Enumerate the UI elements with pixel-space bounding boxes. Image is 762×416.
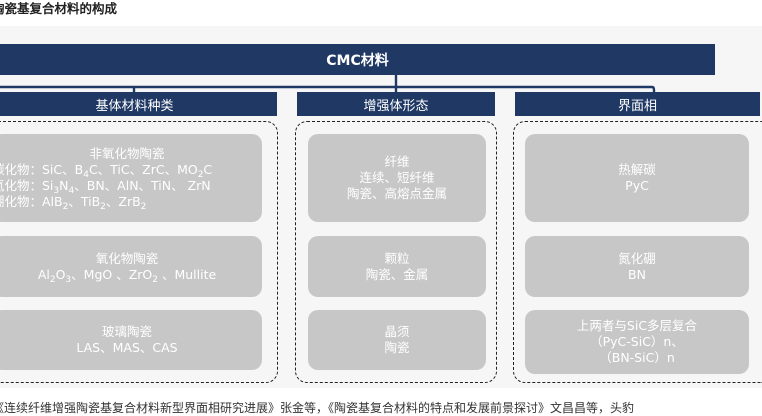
card-title: 非氧化物陶瓷 [89, 146, 165, 161]
card-title: 颗粒 [384, 250, 410, 266]
card-oxide-ceramics: 氧化物陶瓷 Al2O3、MgO 、ZrO2 、Mullite [0, 236, 262, 297]
card-line-carbides: 碳化物：SiC、B4C、TiC、ZrC、MO2C [0, 162, 213, 180]
card-multilayer: 上两者与SiC多层复合 （PyC-SiC）n、 （BN-SiC）n [525, 310, 749, 374]
source-note: 《连续纤维增强陶瓷基复合材料新型界面相研究进展》张金等，《陶瓷基复合材料的特点和… [0, 401, 635, 415]
card-pyrolytic-carbon: 热解碳 PyC [525, 134, 749, 222]
card-title: 纤维 [384, 154, 410, 169]
card-line: 陶瓷、高熔点金属 [346, 186, 447, 201]
card-line: （PyC-SiC）n、 [590, 334, 684, 349]
column-header-interface: 界面相 [515, 92, 760, 116]
column-header-reinforcement: 增强体形态 [297, 92, 495, 116]
card-boron-nitride: 氮化硼 BN [525, 236, 749, 297]
card-line-oxides: Al2O3、MgO 、ZrO2 、Mullite [37, 266, 217, 285]
card-title: 上两者与SiC多层复合 [576, 318, 698, 333]
card-title: 热解碳 [618, 162, 656, 177]
card-line: 陶瓷 [384, 340, 410, 355]
card-line: （BN-SiC）n [599, 350, 675, 365]
root-node-label: CMC材料 [326, 52, 389, 69]
card-non-oxide-ceramics: 非氧化物陶瓷 碳化物：SiC、B4C、TiC、ZrC、MO2C 氮化物：Si3N… [0, 134, 262, 222]
card-line: 陶瓷、金属 [365, 266, 429, 282]
card-whisker: 晶须 陶瓷 [308, 310, 486, 370]
card-line: 连续、短纤维 [359, 170, 435, 185]
card-glass-ceramics: 玻璃陶瓷 LAS、MAS、CAS [0, 310, 262, 370]
page-title: 陶瓷基复合材料的构成 [0, 1, 118, 16]
card-title: 氧化物陶瓷 [95, 250, 159, 266]
card-line: BN [628, 266, 646, 282]
column-group-reinforcement [295, 121, 497, 383]
card-line-nitrides: 氮化物：Si3N4、BN、AlN、TiN、 ZrN [0, 178, 211, 196]
card-particle: 颗粒 陶瓷、金属 [308, 236, 486, 297]
column-group-matrix [0, 121, 278, 383]
column-header-matrix: 基体材料种类 [0, 92, 277, 116]
card-line: LAS、MAS、CAS [76, 340, 178, 355]
card-line-borides: 硼化物：AlB2、TiB2、ZrB2 [0, 194, 147, 212]
card-line: PyC [625, 178, 649, 193]
card-title: 玻璃陶瓷 [101, 324, 152, 339]
card-title: 晶须 [384, 324, 410, 339]
card-fiber: 纤维 连续、短纤维 陶瓷、高熔点金属 [308, 134, 486, 222]
column-group-interface [513, 121, 762, 383]
root-node: CMC材料 [0, 44, 715, 75]
card-title: 氮化硼 [618, 250, 656, 266]
